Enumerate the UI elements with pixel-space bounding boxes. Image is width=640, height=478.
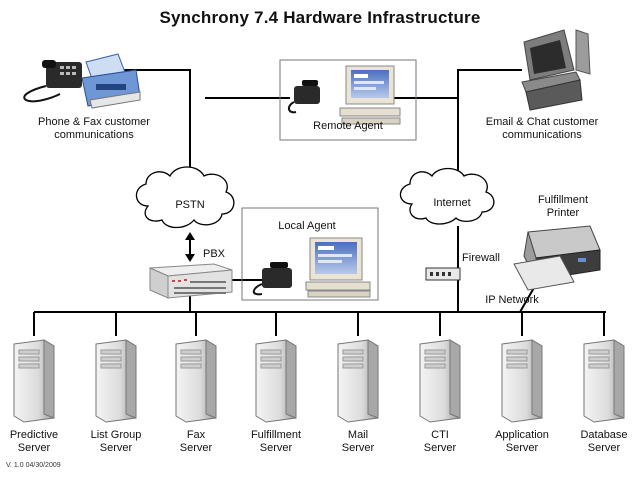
pbx-icon: [149, 263, 233, 299]
pstn-pbx-arrow: [185, 232, 195, 262]
server-label-line2: Server: [179, 442, 213, 454]
email-chat-label: Email & Chat customer communications: [480, 116, 604, 142]
local-agent-label: Local Agent: [278, 220, 336, 232]
server-label-line2: Server: [259, 442, 293, 454]
server-icon: [419, 339, 461, 423]
phone-fax-label: Phone & Fax customer communications: [32, 116, 156, 142]
ip-network-label: IP Network: [485, 294, 539, 306]
phone-fax-label-line1: Phone & Fax customer: [38, 116, 150, 128]
server-label-line2: Server: [17, 442, 51, 454]
server-label-line1: CTI: [431, 429, 449, 441]
server-label-line2: Server: [423, 442, 457, 454]
server-label-line2: Server: [341, 442, 375, 454]
remote-agent-right-line: [392, 69, 522, 99]
server-label-line1: Mail: [347, 429, 369, 441]
fulfillment-printer-label-line2: Printer: [546, 207, 580, 219]
remote-agent-workstation-icon: [288, 65, 401, 125]
server-label-line2: Server: [587, 442, 621, 454]
phone-to-pstn-line: [94, 69, 191, 178]
server-icon: [501, 339, 543, 423]
connection-lines: [33, 69, 606, 336]
version-label: V. 1.0 04/30/2009: [6, 462, 61, 469]
fulfillment-printer-icon: [513, 225, 601, 291]
diagram-title: Synchrony 7.4 Hardware Infrastructure: [159, 8, 481, 27]
remote-agent-box: [279, 59, 417, 141]
server-label-line1: Fax: [186, 429, 206, 441]
server-label-line1: List Group: [90, 429, 142, 441]
pstn-label: PSTN: [175, 199, 205, 211]
remote-agent-label: Remote Agent: [313, 120, 383, 132]
phone-fax-icon: [23, 53, 141, 109]
internet-cloud: [399, 167, 495, 225]
email-chat-label-line1: Email & Chat customer: [485, 116, 599, 128]
pbx-label: PBX: [202, 248, 225, 260]
firewall-label: Firewall: [462, 252, 500, 264]
printer-to-network-line: [519, 285, 536, 313]
server-icon: [255, 339, 297, 423]
fulfillment-printer-label: Fulfillment Printer: [528, 194, 598, 220]
server-label-line1: Application: [495, 429, 549, 441]
server-icon: [583, 339, 625, 423]
server-icon: [95, 339, 137, 423]
server-icon: [337, 339, 379, 423]
local-agent-workstation-icon: [252, 237, 371, 298]
server-label-line1: Predictive: [9, 429, 59, 441]
email-chat-computer-icon: [521, 29, 591, 111]
server-label-line2: Server: [505, 442, 539, 454]
servers-group: [13, 339, 625, 423]
local-agent-box: [241, 207, 379, 301]
internet-label: Internet: [433, 197, 471, 209]
firewall-icon: [425, 267, 461, 281]
phone-fax-label-line2: communications: [54, 129, 134, 141]
server-label-line2: Server: [99, 442, 133, 454]
server-icon: [13, 339, 55, 423]
fulfillment-printer-label-line1: Fulfillment: [537, 194, 589, 206]
server-label-line1: Fulfillment: [250, 429, 302, 441]
email-chat-label-line2: communications: [502, 129, 582, 141]
pstn-cloud: [135, 166, 235, 229]
server-icon: [175, 339, 217, 423]
server-label-line1: Database: [580, 429, 628, 441]
server-drop-lines: [33, 312, 605, 336]
